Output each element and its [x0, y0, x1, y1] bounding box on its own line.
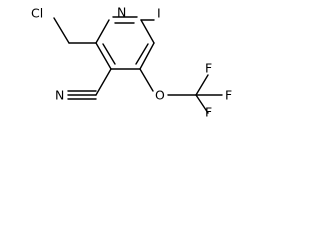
bond-ch2-cl — [53, 17, 70, 44]
bond-c6-n — [95, 19, 110, 44]
bond-c-f-top — [195, 74, 209, 96]
bond-c2-c3 — [140, 19, 155, 44]
atom-oxygen: O — [155, 88, 165, 103]
atom-fluorine-right: F — [225, 88, 232, 103]
atom-fluorine-bottom: F — [205, 105, 212, 119]
double-bond-c3-c4 — [135, 43, 149, 65]
bond-c5-cn — [95, 68, 112, 96]
double-bond-c5-c6 — [102, 43, 116, 65]
atom-fluorine-top: F — [205, 61, 212, 76]
bond-c3-c4 — [139, 42, 155, 70]
atom-ring-nitrogen: N — [117, 5, 126, 20]
atom-iodine: I — [157, 6, 161, 21]
bond-c5-c6 — [95, 42, 112, 70]
molecule-structure: Cl N I N O F F F — [31, 5, 232, 119]
atom-nitrile-nitrogen: N — [55, 88, 64, 103]
bond-c4-o — [139, 68, 154, 92]
atom-chlorine: Cl — [31, 6, 43, 21]
bond-c-f-bottom — [195, 94, 209, 114]
